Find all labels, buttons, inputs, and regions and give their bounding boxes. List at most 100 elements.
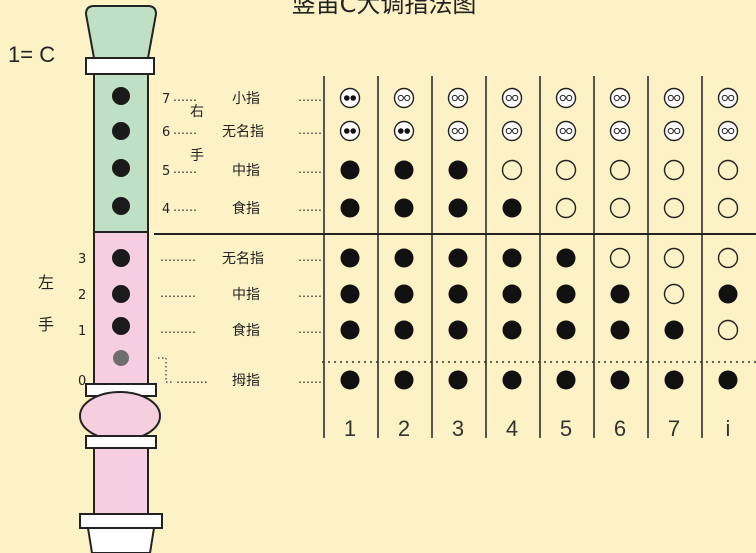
- mark-0-5: [556, 370, 576, 390]
- mark-1-1: [340, 320, 360, 340]
- recorder-hole-5: [112, 159, 130, 177]
- mark-1-6: [610, 320, 630, 340]
- mark-0-7: [664, 370, 684, 390]
- finger-label-3: 无名指: [222, 251, 264, 267]
- hole-number-1: 1: [78, 324, 86, 339]
- row-connector: ……: [298, 90, 322, 104]
- recorder-holes: [112, 87, 130, 366]
- mark-6-1: [339, 120, 361, 142]
- mark-1-3: [448, 320, 468, 340]
- mark-3-4: [502, 248, 522, 268]
- leader-dots: ……..: [176, 372, 208, 386]
- foot-joint: [93, 447, 149, 515]
- hole-number-7: 7: [162, 92, 170, 107]
- mark-6-7: [663, 120, 685, 142]
- mark-7-i: [717, 87, 739, 109]
- mark-2-6: [610, 284, 630, 304]
- row-connector: ……: [298, 162, 322, 176]
- mark-5-7: [663, 159, 685, 181]
- left-hand-label-2: 手: [38, 315, 54, 334]
- finger-label-0: 拇指: [232, 373, 260, 389]
- mark-7-1: [339, 87, 361, 109]
- finger-label-4: 食指: [232, 200, 260, 217]
- mark-6-3: [447, 120, 469, 142]
- thumb-leader: [158, 357, 174, 383]
- mark-5-i: [717, 159, 739, 181]
- chart-grid: [154, 233, 756, 363]
- leader-dots: ………: [160, 286, 196, 300]
- finger-label-2: 中指: [232, 287, 260, 303]
- mark-4-1: [340, 198, 360, 218]
- note-label-2: 2: [398, 416, 410, 441]
- recorder-hole-7: [112, 87, 130, 105]
- leader-dots: ……: [173, 162, 197, 176]
- mark-3-6: [609, 247, 631, 269]
- mark-1-4: [502, 320, 522, 340]
- leader-dots: ……: [173, 123, 197, 137]
- mark-1-2: [394, 320, 414, 340]
- hole-number-6: 6: [162, 125, 170, 140]
- mark-4-4: [502, 198, 522, 218]
- mark-5-3: [448, 160, 468, 180]
- mark-2-1: [340, 284, 360, 304]
- mark-7-2: [393, 87, 415, 109]
- mark-2-i: [718, 284, 738, 304]
- mark-5-4: [501, 159, 523, 181]
- note-label-5: 5: [560, 416, 572, 441]
- mark-3-2: [394, 248, 414, 268]
- note-label-6: 6: [614, 416, 626, 441]
- recorder-hole-6: [112, 122, 130, 140]
- mark-7-6: [609, 87, 631, 109]
- mark-1-7: [664, 320, 684, 340]
- finger-label-7: 小指: [232, 91, 260, 107]
- ring-lower: [85, 435, 157, 449]
- row-connector: ……: [298, 286, 322, 300]
- chart-title: 竖笛C大调指法图: [292, 0, 477, 18]
- row-connector: ……: [298, 372, 322, 386]
- mark-0-i: [718, 370, 738, 390]
- fingering-marks: [339, 87, 739, 390]
- mark-3-1: [340, 248, 360, 268]
- hole-number-4: 4: [162, 202, 170, 217]
- mark-1-5: [556, 320, 576, 340]
- mark-5-2: [394, 160, 414, 180]
- note-label-3: 3: [452, 416, 464, 441]
- row-labels: 7……小指……6……无名指……5……中指……4……食指……3………无名指……2……: [78, 90, 322, 389]
- mark-2-5: [556, 284, 576, 304]
- mark-0-3: [448, 370, 468, 390]
- mark-7-3: [447, 87, 469, 109]
- mark-7-4: [501, 87, 523, 109]
- mark-4-6: [609, 197, 631, 219]
- left-hand-label-1: 左: [38, 273, 54, 292]
- mark-4-7: [663, 197, 685, 219]
- mark-6-5: [555, 120, 577, 142]
- note-label-8: i: [726, 416, 731, 441]
- mark-2-3: [448, 284, 468, 304]
- ring-top: [85, 57, 155, 75]
- mark-4-3: [448, 198, 468, 218]
- mark-6-i: [717, 120, 739, 142]
- row-connector: ……: [298, 200, 322, 214]
- recorder-hole-2: [112, 285, 130, 303]
- recorder-hole-3: [112, 249, 130, 267]
- right-hand-label-1: 右: [190, 104, 204, 120]
- leader-dots: ……: [173, 90, 197, 104]
- recorder-hole-0: [113, 350, 129, 366]
- finger-label-5: 中指: [232, 163, 260, 179]
- mouthpiece: [84, 5, 158, 59]
- mark-7-7: [663, 87, 685, 109]
- mark-6-6: [609, 120, 631, 142]
- mark-3-7: [663, 247, 685, 269]
- mark-3-5: [556, 248, 576, 268]
- note-label-4: 4: [506, 416, 518, 441]
- mark-3-3: [448, 248, 468, 268]
- recorder-hole-1: [112, 317, 130, 335]
- right-hand-label-2: 手: [190, 148, 204, 164]
- note-label-1: 1: [344, 416, 356, 441]
- row-connector: ……: [298, 322, 322, 336]
- mark-3-i: [717, 247, 739, 269]
- leader-dots: ……: [173, 200, 197, 214]
- column-dividers: [323, 76, 703, 438]
